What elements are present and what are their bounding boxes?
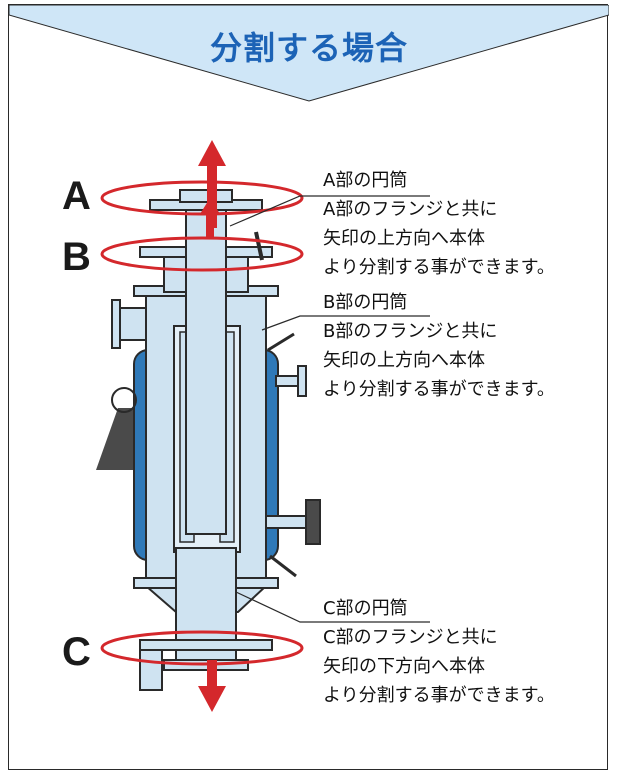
- down-arrow-icon: [198, 660, 226, 712]
- support-bracket: [96, 408, 142, 470]
- lower-right-nozzle: [265, 515, 311, 529]
- label-c: C: [62, 630, 91, 674]
- description-b-line4: より分割する事ができます。: [323, 379, 555, 400]
- label-b: B: [62, 235, 91, 279]
- upper-left-nozzle: [117, 307, 147, 341]
- leader-b: [261, 315, 430, 331]
- leader-c: [235, 591, 430, 623]
- a-section-top-flange: [179, 189, 233, 203]
- title-banner: [9, 5, 609, 102]
- description-a-line4: より分割する事ができます。: [323, 257, 555, 278]
- upper-left-nozzle-flange: [111, 299, 121, 349]
- description-c: C部の円筒 C部のフランジと共に 矢印の下方向へ本体 より分割する事ができます。: [323, 594, 555, 710]
- description-a-line3: 矢印の上方向へ本体: [323, 228, 485, 249]
- description-a: A部の円筒 A部のフランジと共に 矢印の上方向へ本体 より分割する事ができます。: [323, 166, 555, 282]
- a-section-tube: [185, 203, 227, 535]
- banner-shape: [9, 5, 609, 102]
- c-section-flange: [139, 639, 273, 651]
- description-c-line2: C部のフランジと共に: [323, 627, 498, 648]
- label-a: A: [62, 174, 91, 218]
- right-nozzle: [275, 375, 301, 387]
- left-gauge: [111, 387, 137, 413]
- upper-right-valve: [254, 231, 264, 261]
- description-a-line2: A部のフランジと共に: [323, 199, 498, 220]
- lower-right-angled-nozzle: [269, 554, 297, 578]
- c-ring: [100, 630, 304, 666]
- description-c-line1: C部の円筒: [323, 598, 408, 619]
- right-angled-nozzle: [267, 332, 295, 352]
- lower-right-nozzle-flange: [305, 499, 321, 545]
- a-ring: [100, 180, 304, 216]
- description-c-line3: 矢印の下方向へ本体: [323, 656, 485, 677]
- bottom-left-drain: [139, 649, 163, 691]
- inner-up-arrow-icon: [200, 198, 220, 238]
- description-b-line2: B部のフランジと共に: [323, 321, 498, 342]
- leader-a: [229, 195, 430, 227]
- right-nozzle-flange: [297, 365, 307, 397]
- description-c-line4: より分割する事ができます。: [323, 685, 555, 706]
- up-arrow-icon: [198, 140, 226, 228]
- description-a-line1: A部の円筒: [323, 170, 408, 191]
- page-title: 分割する場合: [209, 29, 408, 67]
- description-b-line1: B部の円筒: [323, 292, 408, 313]
- b-ring: [100, 236, 304, 272]
- description-b: B部の円筒 B部のフランジと共に 矢印の上方向へ本体 より分割する事ができます。: [323, 288, 555, 404]
- description-b-line3: 矢印の上方向へ本体: [323, 350, 485, 371]
